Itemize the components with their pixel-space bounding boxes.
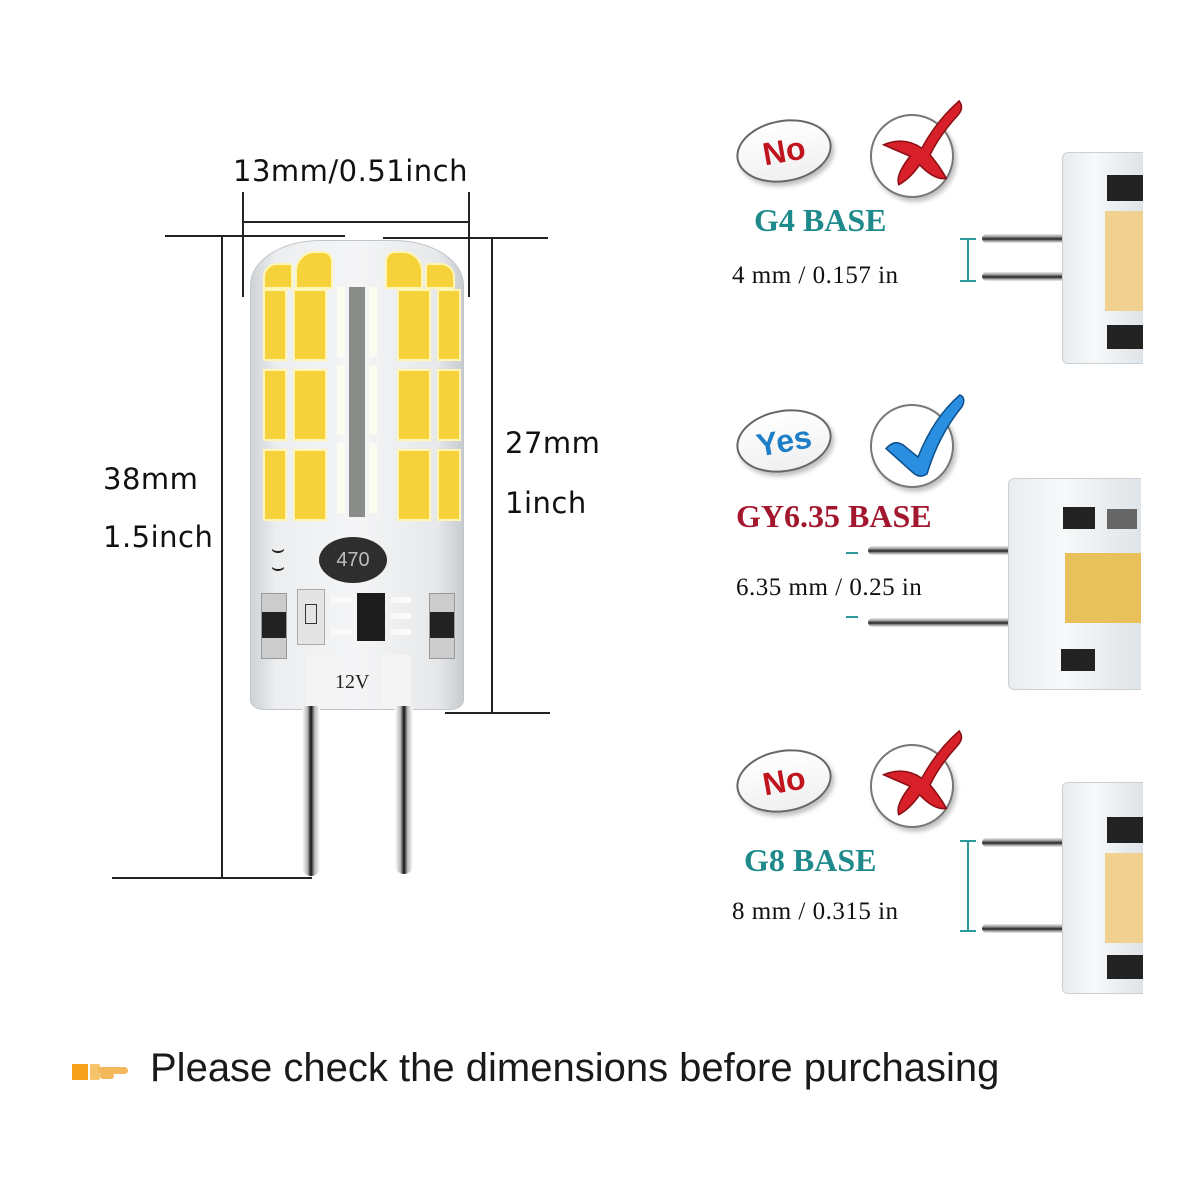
bulb-body: ⌣⌣ 470 12V: [250, 240, 464, 710]
top-reference-line-right: [383, 237, 548, 239]
red-x-icon: [863, 729, 963, 835]
led-column-right: [397, 289, 461, 521]
top-reference-line-left: [165, 235, 345, 237]
bulb-pin-left: [302, 706, 320, 876]
base-panel-g8: No G8 BASE 8 mm / 0.315 in: [720, 729, 1200, 1000]
spacing-bracket-icon: [960, 840, 976, 932]
body-height-line: [491, 238, 493, 713]
verdict-badge: No: [731, 742, 837, 820]
base-pin-bottom: [868, 618, 1016, 627]
base-name: GY6.35 BASE: [736, 498, 932, 534]
pin-spacing: 4 mm / 0.157 in: [732, 262, 899, 289]
total-height-in-label: 1.5inch: [103, 520, 214, 554]
base-pin-bottom: [982, 924, 1064, 933]
ce-mark-icon: ⌣⌣: [270, 537, 286, 580]
bulb-pin-right: [395, 706, 413, 874]
verdict-badge: Yes: [731, 402, 837, 480]
total-height-line: [221, 236, 223, 878]
base-pin-bottom: [982, 272, 1064, 281]
pointing-hand-icon: [72, 1062, 130, 1082]
dimensions-note: Please check the dimensions before purch…: [150, 1046, 1000, 1090]
width-tick-right: [468, 192, 470, 297]
led-center-strip: [337, 279, 377, 519]
base-pin-top: [868, 546, 1016, 555]
bulb-side-view: [1008, 478, 1141, 690]
total-height-mm-label: 38mm: [103, 462, 199, 496]
blue-check-icon: [863, 394, 965, 495]
body-height-mm-label: 27mm: [505, 426, 601, 460]
base-pin-top: [982, 234, 1064, 243]
base-pin-top: [982, 838, 1064, 847]
width-tick-left: [242, 192, 244, 297]
base-panel-g4: No G4 BASE 4 mm / 0.157 in: [720, 99, 1200, 370]
width-label: 13mm/0.51inch: [233, 154, 469, 188]
pin-spacing: 8 mm / 0.315 in: [732, 898, 899, 925]
red-x-icon: [863, 99, 963, 205]
chip-label: 470: [336, 548, 370, 571]
body-bottom-reference-line: [445, 712, 550, 714]
verdict-badge: No: [731, 112, 837, 190]
spacing-bracket-icon: [960, 238, 976, 282]
width-dimension-line: [243, 221, 469, 223]
bulb-side-view: [1062, 152, 1143, 364]
base-name: G8 BASE: [744, 842, 877, 878]
bottom-reference-line: [112, 877, 312, 879]
voltage-label: 12V: [335, 671, 370, 693]
spacing-mark-bottom-icon: [846, 616, 858, 618]
bulb-side-view: [1062, 782, 1143, 994]
main-bulb-diagram: 13mm/0.51inch 38mm 1.5inch 27mm 1inch: [0, 0, 640, 900]
resistor-chip: 470: [319, 537, 387, 583]
base-panel-gy635: Yes GY6.35 BASE 6.35 mm / 0.25 in: [720, 390, 1200, 700]
led-column-left: [263, 289, 327, 521]
spacing-mark-top-icon: [846, 552, 858, 554]
pin-spacing: 6.35 mm / 0.25 in: [736, 574, 923, 601]
body-height-in-label: 1inch: [505, 486, 587, 520]
base-name: G4 BASE: [754, 202, 887, 238]
